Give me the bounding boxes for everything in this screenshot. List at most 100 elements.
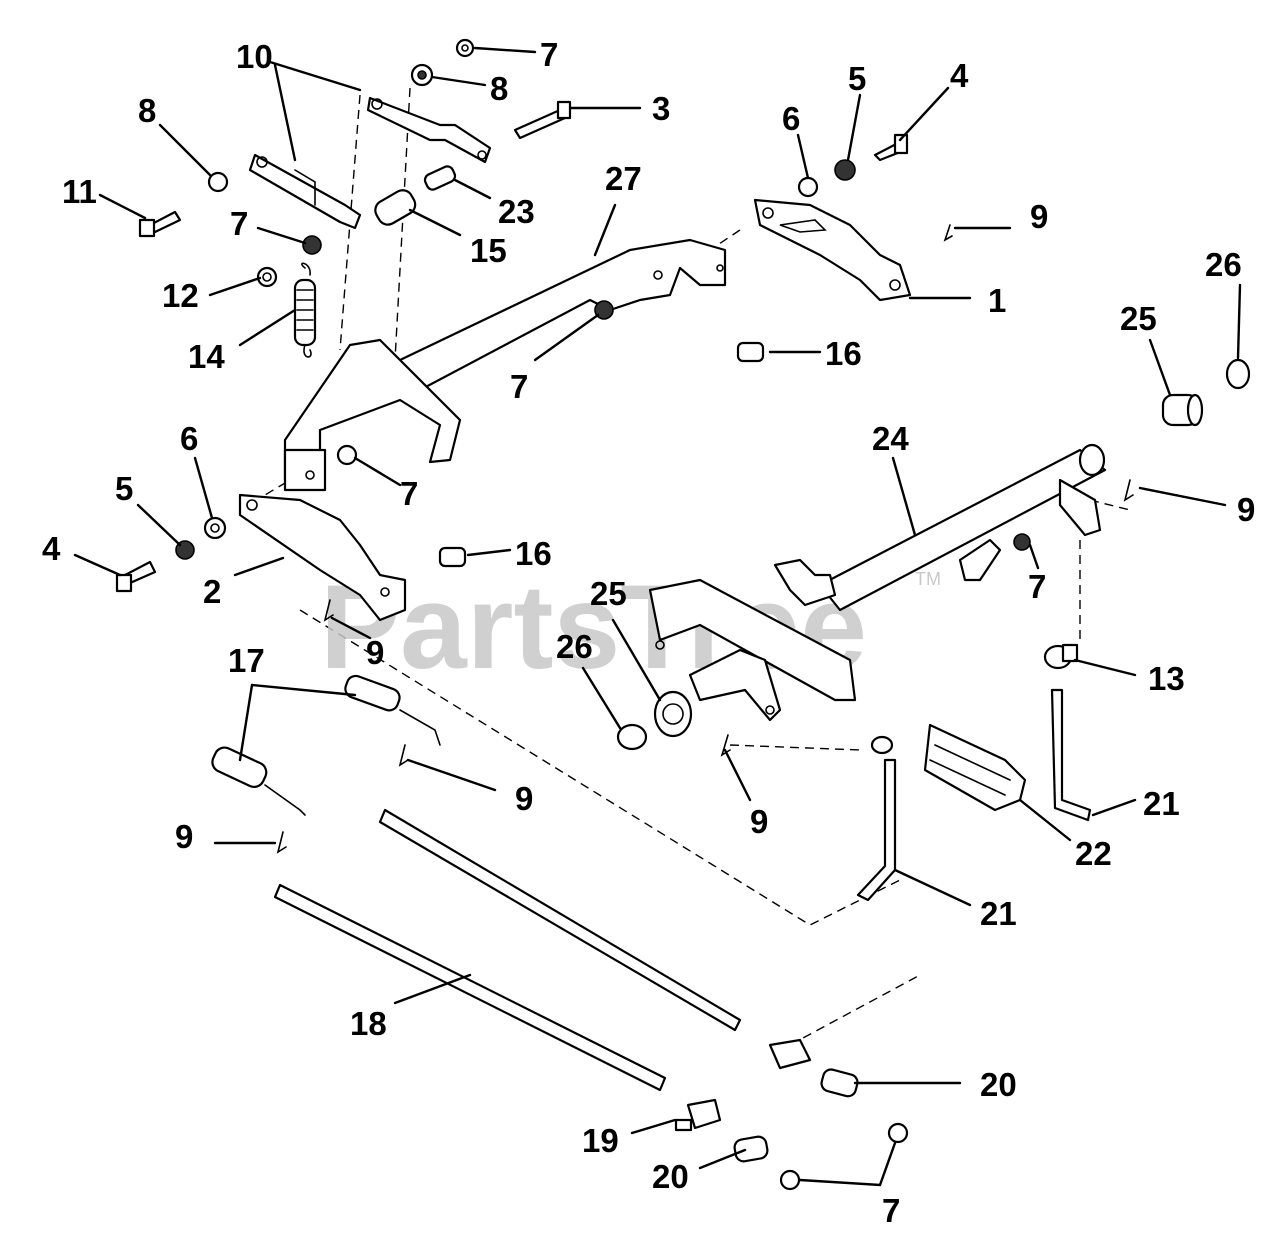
part-hairpin-9d [720, 734, 731, 757]
callout-19-block: 19 [582, 1122, 619, 1159]
part-washer-top [410, 63, 434, 87]
leader-lines [73, 46, 1242, 1187]
part-nut-7a [302, 235, 322, 255]
part-spring-17b [211, 746, 306, 816]
part-washer-6b [203, 516, 227, 540]
callout-8-washer-top: 8 [490, 70, 508, 107]
part-bolt-4a [873, 133, 909, 162]
callout-27-frame: 27 [605, 160, 642, 197]
callout-26-washer: 26 [1205, 246, 1242, 283]
callout-22-pedal: 22 [1075, 835, 1112, 872]
callout-9-hairpin-spring: 9 [515, 780, 533, 817]
part-nut-12 [256, 266, 278, 288]
part-hairpin-9b [323, 599, 334, 622]
watermark-trademark: TM [915, 569, 941, 589]
part-nut-7c [336, 444, 358, 466]
callout-24-shaft: 24 [872, 420, 909, 457]
callout-7-nut-shaft: 7 [1028, 568, 1046, 605]
part-bolt-11 [138, 210, 182, 238]
callout-7-nut-left: 7 [400, 475, 418, 512]
callout-20-spring-upper: 20 [980, 1066, 1017, 1103]
part-washer-6a [797, 176, 819, 198]
callout-9-hairpin: 9 [1030, 198, 1048, 235]
callout-23-pin: 23 [498, 193, 535, 230]
part-washer-8 [207, 171, 229, 193]
part-lift-arm-2 [238, 493, 407, 622]
part-hairpin-9f [276, 831, 287, 854]
part-bolt-4b [115, 560, 157, 593]
part-pin-23 [423, 165, 457, 191]
part-nut-top [455, 38, 475, 58]
callout-12-nut: 12 [162, 277, 199, 314]
part-pedal-22 [923, 723, 1027, 812]
part-nut-5a [834, 159, 856, 181]
part-hairpin-9e [398, 744, 409, 767]
callout-9-hairpin-right: 9 [1237, 491, 1255, 528]
callout-6-washer: 6 [782, 100, 800, 137]
part-nut-7e [887, 1122, 909, 1144]
callout-16-bolt: 16 [825, 335, 862, 372]
part-pin-13 [1043, 643, 1079, 670]
callout-11-bolt: 11 [62, 173, 97, 210]
callout-25-bushing-left: 25 [590, 575, 627, 612]
part-bolt-3 [513, 100, 572, 140]
callout-7-nut: 7 [230, 205, 248, 242]
part-block-19 [674, 1098, 722, 1132]
part-spring-20b [733, 1135, 769, 1163]
part-spring-14 [293, 262, 317, 358]
part-rod-upper [378, 808, 742, 1032]
part-link-arm [248, 153, 362, 230]
callout-4-bolt-left: 4 [42, 530, 61, 567]
part-nut-7b [594, 300, 614, 320]
callout-7-nut-frame: 7 [510, 368, 528, 405]
callout-14-spring: 14 [188, 338, 225, 375]
part-bolt-16a [736, 341, 765, 363]
callout-9-hairpin-center: 9 [750, 803, 768, 840]
part-bushing-25b [653, 690, 693, 738]
callout-20-spring-lower: 20 [652, 1158, 689, 1195]
callout-9-hairpin-left: 9 [366, 634, 384, 671]
callout-9-hairpin-lower: 9 [175, 818, 193, 855]
callout-17-spring: 17 [228, 642, 265, 679]
part-lift-arm-1 [753, 198, 912, 302]
callout-21-rod: 21 [980, 895, 1017, 932]
part-spring-20a [820, 1068, 859, 1098]
part-nut-7d [1013, 533, 1031, 551]
callout-7-nut-bottom: 7 [882, 1192, 900, 1229]
part-block-upper [768, 1038, 812, 1070]
part-bolt-16b [438, 546, 467, 568]
part-bushing-15 [374, 189, 417, 226]
part-hairpin-9c [1123, 479, 1134, 502]
callout-25-bushing: 25 [1120, 300, 1157, 337]
part-nut-7f [779, 1169, 801, 1191]
callout-6-washer-left: 6 [180, 420, 198, 457]
part-spring-17a [344, 674, 441, 746]
part-bushing-25a [1161, 393, 1204, 427]
callout-16-bolt-left: 16 [515, 535, 552, 572]
callout-3-bolt: 3 [652, 90, 670, 127]
callout-7-nut-top: 7 [540, 36, 558, 73]
part-frame-27 [283, 238, 727, 492]
callout-5-nut-left: 5 [115, 470, 133, 507]
part-rod-21a [856, 735, 897, 902]
callout-labels: 7 8 10 3 8 11 7 23 15 12 14 27 6 5 4 9 1… [42, 36, 1255, 1229]
callout-5-nut: 5 [848, 60, 866, 97]
part-washer-26a [1225, 358, 1251, 390]
callout-8-washer: 8 [138, 92, 156, 129]
callout-21-rod-right: 21 [1143, 785, 1180, 822]
part-bracket-upper [366, 96, 492, 164]
callout-18-rod: 18 [350, 1005, 387, 1042]
part-rod-18 [273, 883, 667, 1092]
callout-4-bolt: 4 [950, 57, 969, 94]
callout-1-lift-arm: 1 [988, 282, 1006, 319]
part-rear-lift-shaft-24 [648, 443, 1107, 722]
part-washer-26b [616, 723, 648, 751]
callout-26-washer-left: 26 [556, 628, 593, 665]
callout-15-bushing: 15 [470, 232, 507, 269]
callout-13-pin: 13 [1148, 660, 1185, 697]
part-rod-21b [1050, 688, 1092, 822]
callout-2-lift-arm: 2 [203, 573, 221, 610]
callout-10-bracket: 10 [236, 38, 273, 75]
part-hairpin-9a [943, 224, 953, 242]
